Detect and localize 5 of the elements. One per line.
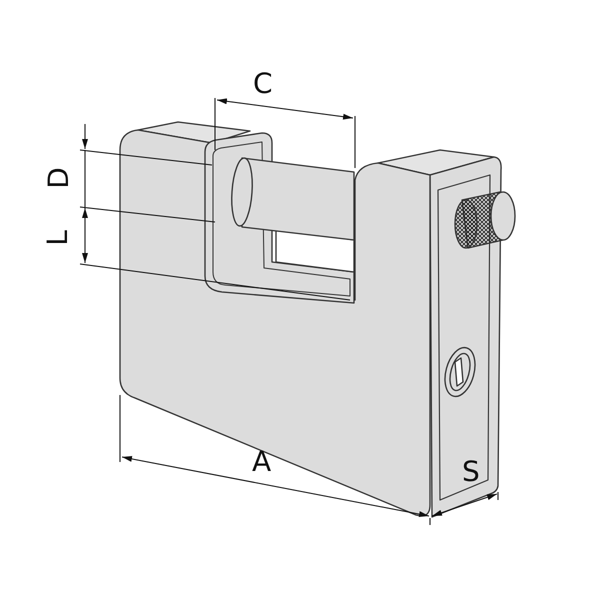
- dimension-letter: A: [252, 448, 272, 476]
- dimension-letter: S: [462, 458, 480, 486]
- dimension-letter: L: [44, 230, 72, 246]
- dimension-letter: C: [253, 70, 273, 98]
- dimension-letter: D: [44, 167, 73, 189]
